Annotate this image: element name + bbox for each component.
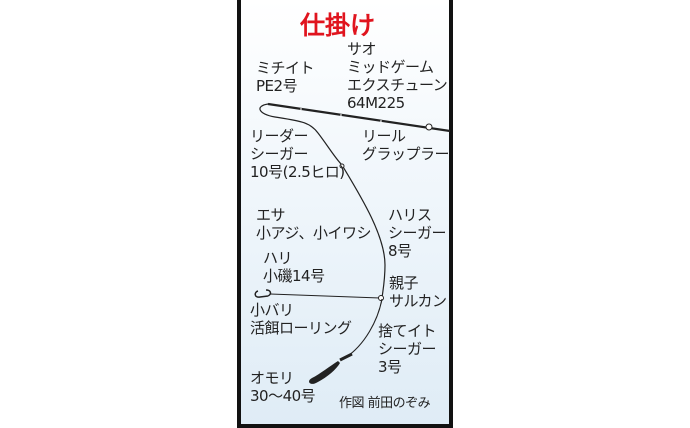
rod-label-line: 64M225 [347, 94, 405, 112]
rod-tip-guides [300, 108, 382, 122]
reel-label-line: リール [362, 127, 406, 145]
leader-label-line: シーガー [250, 145, 309, 163]
bait-label: エサ 小アジ、小イワシ [256, 206, 371, 242]
swivel-label-line: サルカン [389, 292, 447, 310]
credit: 作図 前田のぞみ [339, 396, 431, 411]
rod-label-line: ミッドゲーム [347, 58, 434, 76]
leader-label-line: リーダー [250, 127, 309, 145]
hook-label-line: 小磯14号 [263, 267, 325, 285]
sinker-label-line: 30〜40号 [250, 387, 316, 405]
harisu-label: ハリス シーガー 8号 [388, 206, 447, 260]
swivel-icon [378, 295, 384, 301]
drop-line-label-line: 3号 [378, 358, 402, 376]
knot-icon [339, 163, 345, 169]
swivel-label-line: 親子 [389, 274, 419, 292]
drop-line-label: 捨てイト シーガー 3号 [378, 322, 437, 376]
harisu-label-line: 8号 [388, 242, 412, 260]
rod-label: サオ ミッドゲーム エクスチューン 64M225 [347, 40, 448, 112]
leader-label-line: 10号(2.5ヒロ) [250, 163, 345, 181]
hook-label-line: ハリ [263, 249, 293, 267]
rod [267, 102, 451, 133]
small-hook-label: 小バリ 活餌ローリング [250, 301, 352, 337]
rod-label-line: サオ [347, 40, 377, 58]
drop-line-label-line: 捨てイト [378, 322, 437, 340]
reel-label: リール グラップラー [362, 127, 450, 163]
mainline-label: ミチイト PE2号 [256, 59, 315, 95]
reel-icon [425, 123, 433, 131]
sinker-icon [309, 361, 340, 384]
swivel-label: 親子 サルカン [389, 274, 447, 310]
hook-label: ハリ 小磯14号 [263, 249, 325, 285]
harisu-line [269, 293, 381, 299]
main-line [259, 103, 343, 166]
harisu-label-line: ハリス [388, 206, 432, 224]
mainline-label-line: ミチイト [256, 59, 315, 77]
small-hook-label-line: 小バリ [250, 301, 294, 319]
sinker-swivel [339, 352, 353, 362]
sinker-label: オモリ 30〜40号 [250, 369, 316, 405]
mainline-label-line: PE2号 [256, 77, 298, 95]
diagram-title: 仕掛け [300, 11, 376, 40]
hook-icon [254, 289, 272, 298]
bait-label-line: エサ [256, 206, 286, 224]
drop-line-label-line: シーガー [378, 340, 437, 358]
sinker-label-line: オモリ [250, 369, 294, 387]
rod-label-line: エクスチューン [347, 76, 448, 94]
harisu-label-line: シーガー [388, 224, 447, 242]
reel-label-line: グラップラー [362, 145, 450, 163]
bait-label-line: 小アジ、小イワシ [256, 224, 371, 242]
leader-label: リーダー シーガー 10号(2.5ヒロ) [250, 127, 345, 181]
leader-line [341, 164, 386, 299]
small-hook-label-line: 活餌ローリング [250, 319, 352, 337]
